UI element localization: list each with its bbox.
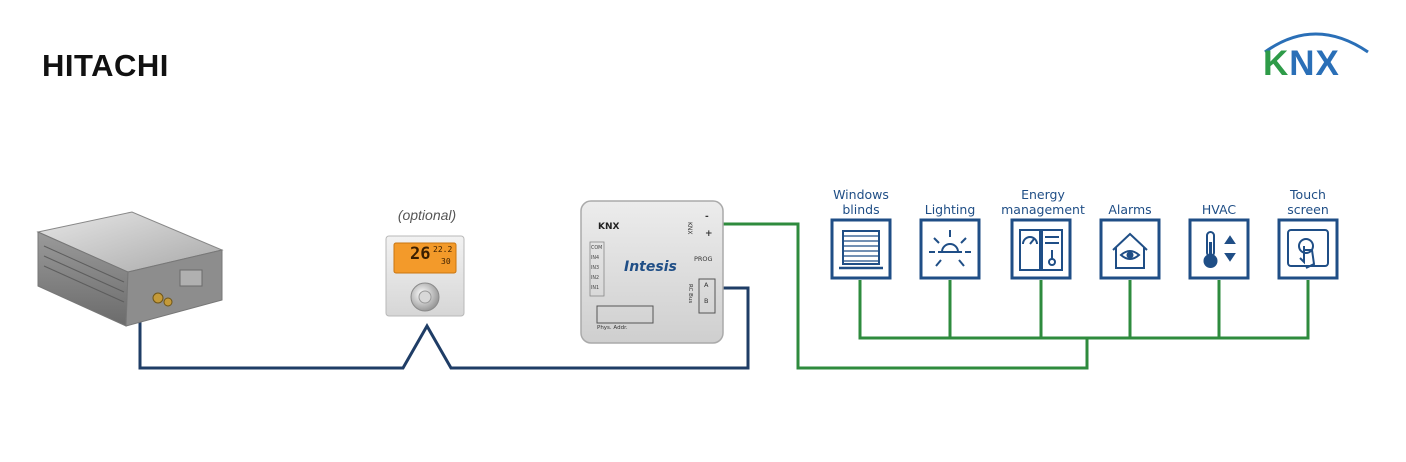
device-icons — [830, 218, 1339, 280]
thermostat-display-temp: 26 — [410, 244, 431, 264]
device-caption-line2: blinds — [842, 202, 880, 217]
device-caption-line2: screen — [1287, 202, 1329, 217]
knx-logo-k: K — [1263, 44, 1290, 83]
device-caption-hvac: HVAC — [1164, 187, 1274, 217]
ac-bus-wire — [138, 286, 750, 370]
thermometer-icon — [1188, 218, 1250, 280]
gateway-port-in3: IN3 — [591, 266, 600, 271]
knx-bus-wire — [722, 222, 1310, 370]
gateway-knx-port-label: KNX — [686, 222, 693, 235]
device-caption-line1: Energy — [1021, 187, 1065, 202]
knx-logo-arc — [1264, 32, 1369, 54]
device-caption-line2: management — [1001, 202, 1085, 217]
thermostat-display-small-2: 30 — [441, 257, 451, 266]
gateway-brand: Intesis — [624, 259, 677, 275]
gateway-phys-addr-label: Phys. Addr. — [597, 325, 628, 331]
gateway-rc-bus-label: RC Bus — [687, 284, 693, 304]
device-caption-line1: Touch — [1290, 187, 1326, 202]
light-bulb-icon — [919, 218, 981, 280]
blinds-icon — [830, 218, 892, 280]
device-caption-line2: Alarms — [1108, 202, 1152, 217]
thermostat-display-small-1: 22.2 — [433, 245, 453, 254]
gateway-rc-b: B — [704, 297, 709, 305]
touch-screen-icon — [1277, 218, 1339, 280]
gateway-port-in4: IN4 — [591, 256, 600, 261]
optional-label: (optional) — [397, 207, 457, 223]
gateway-knx-minus: - — [705, 212, 709, 222]
intesis-gateway — [580, 200, 724, 344]
device-caption-line1: Windows — [833, 187, 889, 202]
hitachi-logo: HITACHI — [42, 48, 169, 83]
gateway-port-in2: IN2 — [591, 276, 600, 281]
knx-logo-nx: NX — [1289, 44, 1340, 83]
gateway-rc-a: A — [704, 281, 709, 289]
energy-meter-icon — [1010, 218, 1072, 280]
knx-logo: KNX — [1263, 44, 1340, 84]
hvac-indoor-unit — [36, 211, 224, 327]
gateway-knx-badge: KNX — [598, 222, 620, 232]
gateway-port-com: COM — [591, 246, 603, 251]
device-caption-line2: HVAC — [1201, 202, 1237, 217]
device-caption-lighting: Lighting — [895, 187, 1005, 217]
device-caption-line2: Lighting — [924, 202, 976, 217]
gateway-prog-label: PROG — [694, 255, 713, 263]
wired-remote-controller — [385, 235, 465, 317]
device-caption-alarms: Alarms — [1075, 187, 1185, 217]
house-eye-icon — [1099, 218, 1161, 280]
gateway-knx-plus: + — [705, 229, 713, 239]
gateway-port-in1: IN1 — [591, 286, 600, 291]
